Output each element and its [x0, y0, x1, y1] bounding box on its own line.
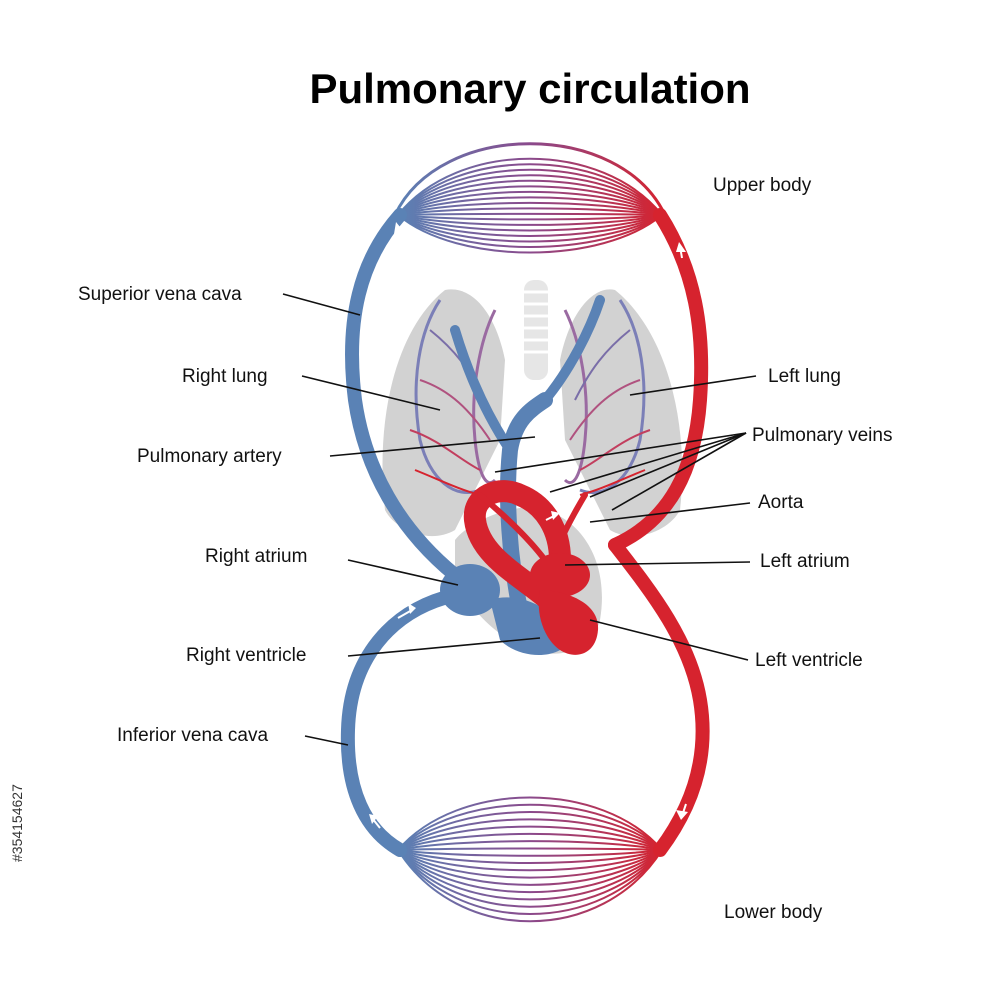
page-title: Pulmonary circulation [309, 65, 750, 112]
label-right-ventricle: Right ventricle [186, 645, 306, 666]
leader-lines [282, 293, 757, 746]
label-left-atrium: Left atrium [760, 551, 850, 572]
right-lung-vessels [409, 299, 497, 496]
label-upper-body: Upper body [713, 175, 812, 196]
lower-body-capillaries [397, 796, 663, 923]
label-pulmonary-artery: Pulmonary artery [137, 446, 282, 467]
label-superior-vena-cava: Superior vena cava [78, 284, 242, 305]
label-inferior-vena-cava: Inferior vena cava [117, 725, 268, 746]
trachea [524, 280, 548, 380]
upper-body-capillaries [393, 142, 667, 254]
label-left-lung: Left lung [768, 366, 841, 387]
label-pulmonary-veins: Pulmonary veins [752, 425, 892, 446]
label-aorta: Aorta [758, 492, 804, 513]
label-lower-body: Lower body [724, 902, 823, 923]
label-right-atrium: Right atrium [205, 546, 307, 567]
stock-id-text: #354154627 [9, 784, 25, 862]
label-left-ventricle: Left ventricle [755, 650, 863, 671]
label-right-lung: Right lung [182, 366, 268, 387]
